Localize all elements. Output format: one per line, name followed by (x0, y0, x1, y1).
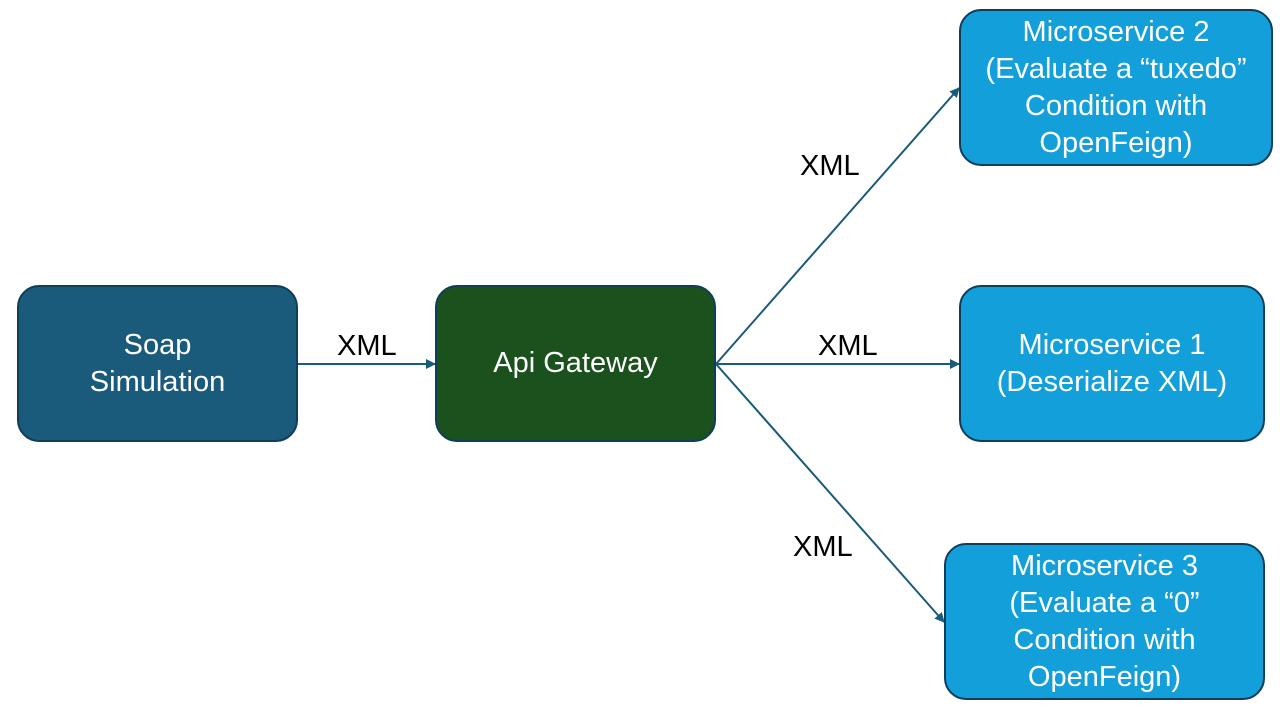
microservice-3-box: Microservice 3 (Evaluate a “0” Condition… (944, 543, 1265, 700)
ms1-line-1: Microservice 1 (1018, 328, 1206, 361)
microservice-1-box: Microservice 1 (Deserialize XML) (959, 285, 1265, 442)
ms2-line-3: Condition with (1024, 89, 1208, 122)
ms1-line-2: (Deserialize XML) (996, 365, 1228, 398)
api-gateway-box: Api Gateway (435, 285, 716, 442)
arrow-gateway-to-ms3 (715, 363, 945, 623)
soap-simulation-box: Soap Simulation (17, 285, 298, 442)
soap-line-1: Soap (123, 328, 192, 361)
edge-label-gateway-to-ms3: XML (793, 531, 853, 563)
ms3-line-4: OpenFeign) (1027, 660, 1182, 693)
ms3-line-2: (Evaluate a “0” (1009, 586, 1200, 619)
edge-label-soap-to-gateway: XML (337, 330, 397, 362)
edge-label-gateway-to-ms1: XML (818, 330, 878, 362)
ms3-line-1: Microservice 3 (1011, 549, 1198, 582)
soap-line-2: Simulation (89, 365, 226, 398)
ms2-line-4: OpenFeign) (1039, 126, 1193, 159)
gateway-line-1: Api Gateway (493, 347, 658, 379)
microservice-2-box: Microservice 2 (Evaluate a “tuxedo” Cond… (959, 9, 1273, 166)
ms3-line-3: Condition with (1013, 623, 1196, 656)
ms2-line-1: Microservice 2 (1022, 15, 1210, 48)
arrow-gateway-to-ms2 (715, 87, 960, 365)
ms2-line-2: (Evaluate a “tuxedo” (985, 52, 1247, 85)
edge-label-gateway-to-ms2: XML (800, 150, 860, 182)
